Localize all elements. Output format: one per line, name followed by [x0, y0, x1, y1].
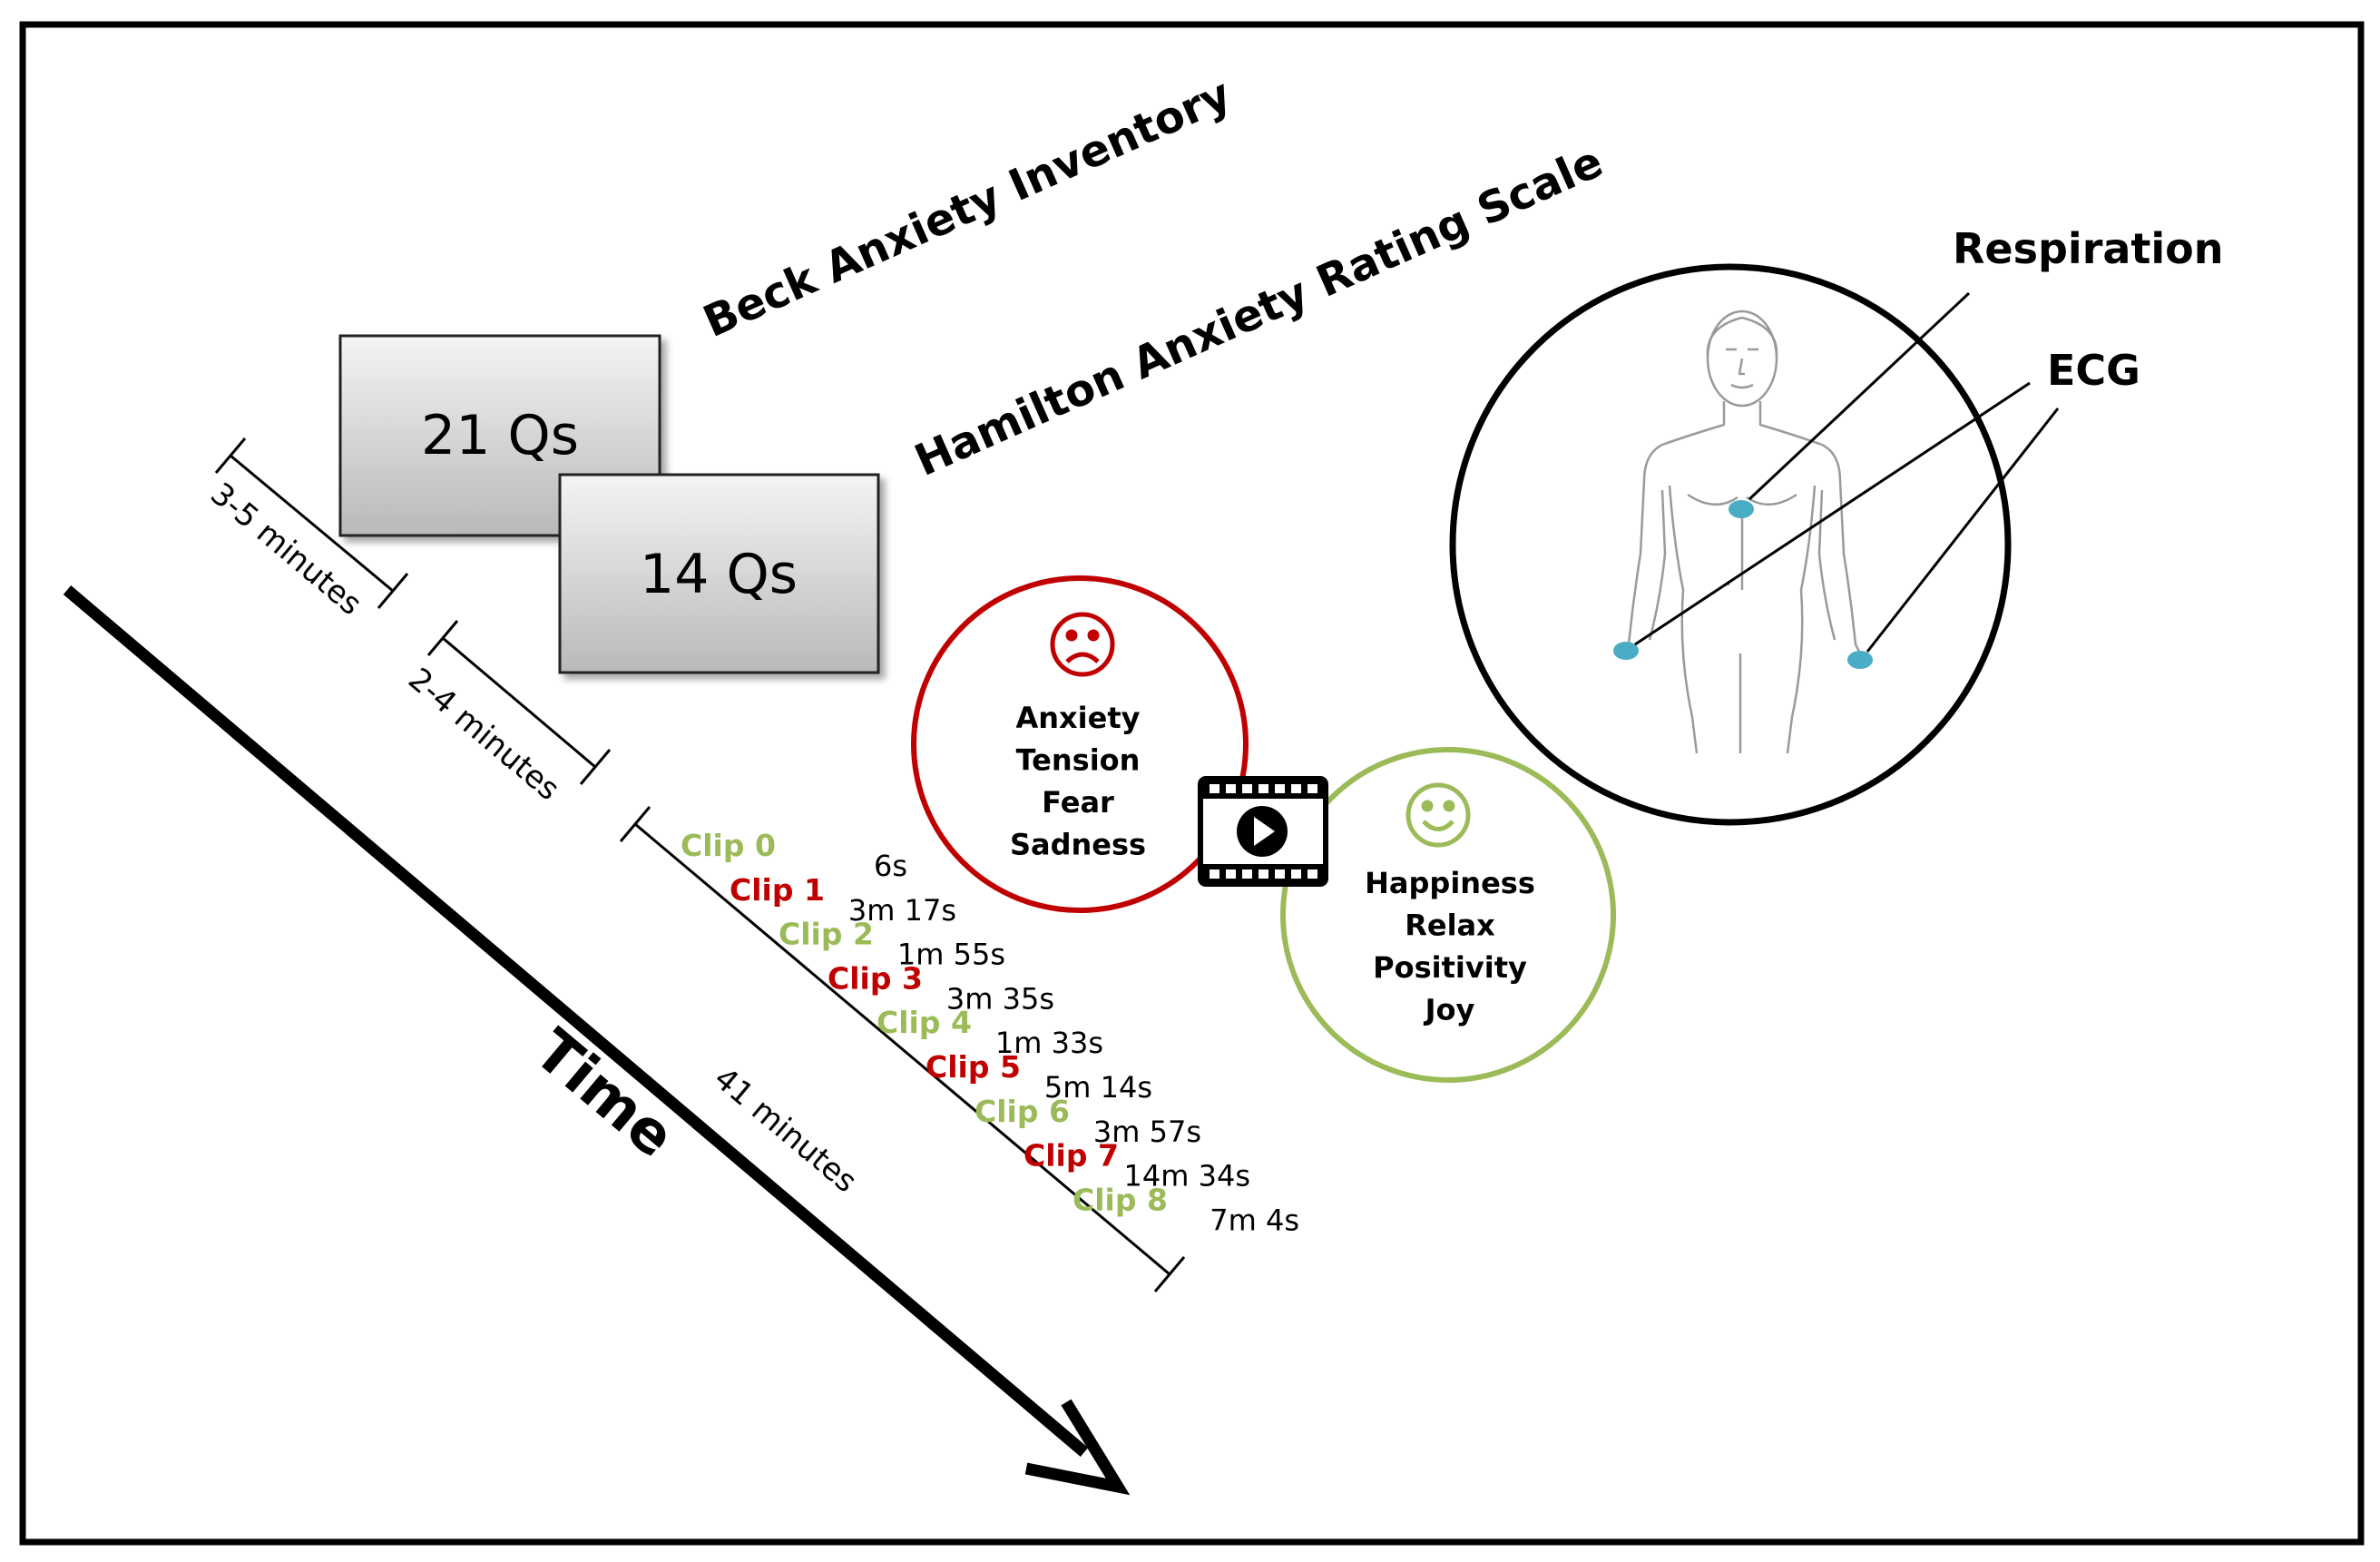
emotion-word: Joy	[1424, 993, 1475, 1027]
happy-face-icon	[1405, 782, 1471, 848]
duration-bracket-2	[426, 620, 612, 785]
emotion-word: Fear	[1042, 785, 1114, 820]
clip-duration: 3m 17s	[848, 893, 956, 928]
clip-label: Clip 8	[1072, 1182, 1168, 1217]
clip-label: Clip 2	[779, 917, 874, 952]
clip-label: Clip 1	[730, 872, 825, 908]
sad-face-icon	[1050, 612, 1115, 677]
positive-emotions-circle	[1280, 747, 1616, 1083]
clip-label: Clip 4	[877, 1005, 972, 1040]
clip-duration: 3m 57s	[1093, 1115, 1201, 1149]
ecg-label: ECG	[2047, 346, 2140, 395]
emotion-word: Happiness	[1365, 866, 1535, 900]
sensor-circle	[1449, 263, 2012, 826]
clip-label: Clip 5	[926, 1049, 1021, 1085]
clip-label: Clip 3	[828, 960, 923, 996]
duration-bracket-1	[214, 437, 409, 609]
human-body-icon	[1622, 309, 1862, 754]
clip-duration: 1m 33s	[995, 1026, 1103, 1060]
right-wrist-electrode	[1613, 642, 1639, 660]
beck-box-label: 21 Qs	[421, 404, 579, 467]
emotion-word: Tension	[1016, 743, 1141, 778]
emotion-word: Anxiety	[1015, 701, 1140, 735]
clip-label: Clip 6	[975, 1094, 1070, 1129]
clip-duration: 14m 34s	[1124, 1159, 1250, 1194]
duration-total-label: 41 minutes	[707, 1060, 864, 1200]
clip-timeline	[619, 806, 1186, 1292]
video-play-icon	[1198, 776, 1328, 887]
emotion-word: Sadness	[1010, 828, 1146, 862]
sensor-pointers	[1634, 291, 2060, 653]
negative-emotions-circle	[911, 575, 1249, 913]
hamilton-box-label: 14 Qs	[640, 543, 798, 606]
hamilton-box	[558, 473, 880, 674]
clip-label: Clip 0	[681, 828, 776, 863]
time-arrow	[63, 585, 1131, 1496]
respiration-label: Respiration	[1953, 224, 2224, 273]
left-wrist-electrode	[1847, 651, 1873, 669]
clip-duration: 7m 4s	[1210, 1203, 1299, 1237]
frame-border	[19, 21, 2365, 1546]
emotion-word: Relax	[1405, 909, 1495, 943]
duration-second-label: 2-4 minutes	[401, 661, 566, 808]
clip-duration: 5m 14s	[1044, 1070, 1152, 1105]
clip-label: Clip 7	[1023, 1138, 1119, 1174]
beck-title: Beck Anxiety Inventory	[696, 69, 1239, 348]
clip-duration: 1m 55s	[897, 938, 1005, 972]
clip-duration: 3m 35s	[946, 981, 1054, 1016]
clip-duration: 6s	[874, 849, 907, 883]
emotion-word: Positivity	[1373, 950, 1527, 985]
chest-electrode	[1729, 500, 1754, 518]
